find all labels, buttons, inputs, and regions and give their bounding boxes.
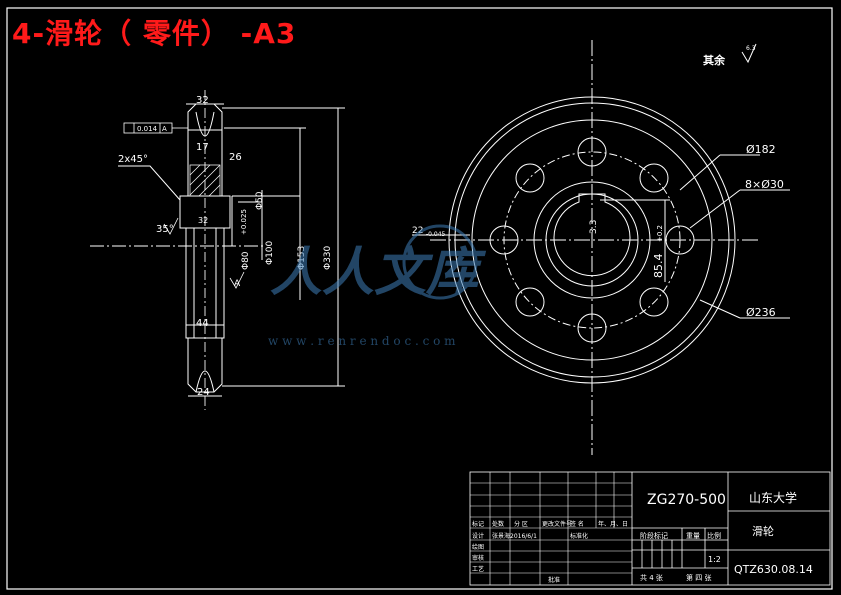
dim-width-17: 17 (196, 142, 209, 153)
approval: 批准 (548, 576, 560, 584)
flatness-datum: A (162, 125, 167, 133)
row-review: 审核 (472, 554, 484, 562)
hub-outer-circle (533, 181, 651, 299)
dim-holes: 8×Ø30 (745, 178, 784, 191)
scale-value: 1:2 (708, 555, 721, 564)
front-view-labels: 其余 6.3 Ø182 8×Ø30 Ø236 22 -0.045 85.4 +0… (412, 45, 784, 319)
school-name: 山东大学 (749, 490, 797, 505)
side-view (90, 90, 345, 410)
bore-dim: Φ80 (241, 251, 251, 270)
rev-header-mark: 标记 (472, 520, 484, 528)
bore-tol: +0.025 (240, 209, 248, 235)
rev-header-date: 年、月、日 (598, 520, 628, 528)
roughness-note: 其余 (703, 53, 726, 67)
key-small: 3.3 (589, 220, 599, 234)
row-process: 工艺 (472, 565, 484, 573)
dim-width-26: 26 (229, 152, 242, 163)
dia-100: Φ100 (265, 240, 275, 265)
stage-label: 阶段标记 (640, 531, 668, 540)
dim-32: 32 (198, 216, 208, 225)
sheet-total: 共 4 张 (640, 573, 663, 582)
keyway-tol: -0.045 (426, 231, 446, 238)
bore-with-keyway (553, 193, 631, 277)
outer-rim-circle (448, 96, 736, 384)
material-code: ZG270-500 (647, 492, 726, 508)
title-block (469, 471, 831, 586)
rev-header-zone: 分 区 (514, 520, 528, 528)
drawing-title: 4-滑轮（ 零件） -A3 (12, 17, 297, 50)
weight-label: 重量 (686, 532, 700, 540)
dia-50: Φ50 (255, 191, 265, 210)
part-name: 滑轮 (752, 524, 774, 538)
standardization: 标准化 (570, 532, 588, 540)
chamfer-note: 2x45° (118, 154, 148, 165)
dim-d182: Ø182 (746, 143, 776, 156)
watermark-url: w w w . r e n r e n d o c . c o m (268, 334, 456, 348)
key-depth-tol: +0.2 (656, 225, 664, 242)
watermark-brand: 人人文库 (270, 243, 487, 303)
rev-header-sign: 签 名 (570, 520, 584, 528)
dia-330: Φ330 (323, 245, 333, 270)
dim-top-width: 32 (196, 95, 209, 106)
watermark-ring (402, 224, 478, 300)
dim-d236: Ø236 (746, 306, 776, 319)
datum-a: A (234, 279, 241, 289)
side-view-labels: 32 0.014 A 17 26 2x45° 35° 32 Φ80 +0.025… (118, 95, 333, 398)
roughness-value: 6.3 (746, 45, 756, 52)
rev-header-doc: 更改文件号 (542, 520, 572, 528)
watermark: 人人文库 w w w . r e n r e n d o c . c o m (268, 224, 487, 348)
bolt-holes (489, 137, 695, 343)
scale-label: 比例 (707, 531, 721, 540)
sheet-number: 第 四 张 (686, 573, 711, 582)
hub-width-44: 44 (196, 318, 209, 329)
angle-dim: 35° (156, 224, 174, 235)
flatness-value: 0.014 (137, 125, 158, 133)
keyway-width: 22 (412, 226, 423, 236)
row-design: 设计 (472, 532, 484, 540)
rev-header-count: 处数 (492, 520, 504, 528)
designer-name: 张景海2016/6/1 (492, 532, 537, 540)
rim-width-24: 24 (197, 387, 210, 398)
row-drawing: 绘图 (472, 543, 484, 551)
outer-frame (6, 7, 833, 590)
drawing-number: QTZ630.08.14 (734, 563, 813, 576)
bolt-circle (503, 151, 681, 329)
key-depth: 85.4 (652, 254, 665, 279)
front-view (412, 40, 790, 455)
title-block-text: ZG270-500 山东大学 滑轮 QTZ630.08.14 1:2 阶段标记 … (472, 490, 813, 584)
dia-153: Φ153 (297, 246, 307, 270)
